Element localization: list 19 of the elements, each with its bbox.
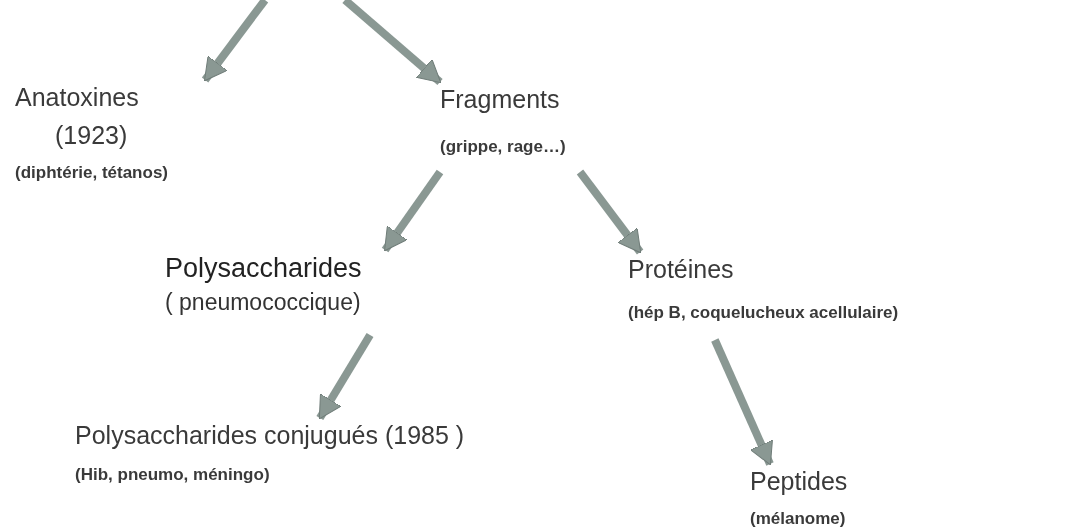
example-note: (mélanome) [750, 508, 846, 530]
example-note: (diphtérie, tétanos) [15, 162, 168, 184]
example-note: (hép B, coquelucheux acellulaire) [628, 302, 899, 324]
example-note: (Hib, pneumo, méningo) [75, 464, 270, 486]
node-title: Peptides [750, 466, 848, 497]
arrow [576, 169, 644, 255]
arrow [342, 0, 443, 86]
node-title: Protéines [628, 254, 734, 285]
year-label: (1923) [55, 120, 128, 151]
node-title: Polysaccharides conjugués (1985 ) [75, 420, 465, 451]
node-title: Fragments [440, 84, 560, 115]
arrow [316, 332, 374, 421]
node-title: Anatoxines [15, 82, 139, 113]
node-title: Polysaccharides [165, 252, 362, 285]
example-note: (grippe, rage…) [440, 136, 566, 158]
example-note: ( pneumococcique) [165, 288, 361, 317]
arrow [711, 338, 774, 466]
arrow [381, 169, 444, 253]
arrow [201, 0, 269, 83]
